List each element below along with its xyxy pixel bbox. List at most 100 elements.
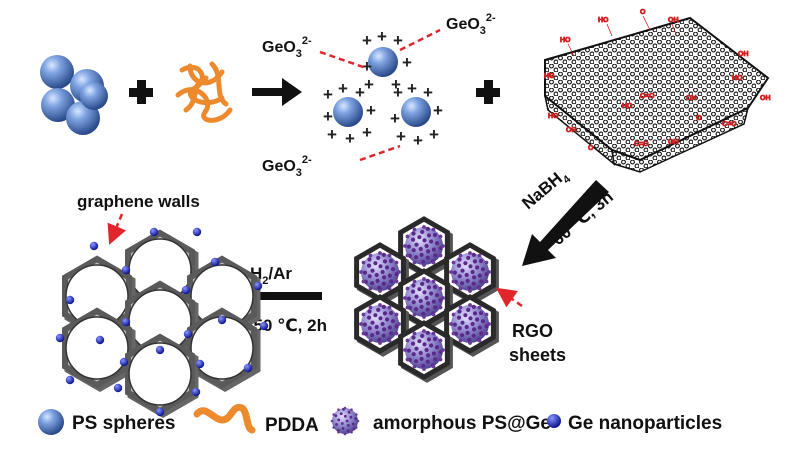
svg-text:+: + (323, 85, 333, 104)
nabh4-label: NaBH4 (518, 164, 574, 216)
arrow-diagonal (522, 180, 609, 266)
geo3-label-top-left: GeO32- (262, 35, 312, 60)
ge-nanoparticle-dot (210, 257, 220, 267)
svg-text:OH: OH (686, 95, 697, 102)
svg-text:C=O: C=O (640, 93, 655, 100)
graphene-walls-pointer (107, 213, 127, 245)
geo3-label-top-right: GeO32- (446, 12, 496, 37)
ge-nanoparticle-dot (192, 227, 202, 237)
ge-nanoparticle-dot (65, 375, 75, 385)
graphene-wall-network (55, 227, 269, 419)
svg-text:+: + (407, 79, 417, 98)
rgo-hex-cell (398, 216, 453, 279)
geo3-label-bottom: GeO32- (262, 154, 312, 179)
graphene-hex-cell (125, 333, 199, 419)
arrow-right-1 (252, 78, 302, 106)
svg-text:+: + (362, 57, 372, 76)
svg-text:OH: OH (738, 51, 749, 58)
condition-650c-label: 650 ℃, 2h (244, 316, 327, 335)
svg-text:+: + (391, 75, 401, 94)
charged-spheres-group (333, 47, 431, 127)
ge-nanoparticle-dot (217, 315, 227, 325)
rgo-hex-cell (354, 242, 409, 305)
legend-pdda-label: PDDA (265, 415, 319, 436)
svg-text:HO: HO (622, 103, 633, 110)
svg-text:C=O: C=O (634, 141, 649, 148)
legend-psge-ball (330, 406, 360, 436)
ge-nanoparticle-dot (121, 317, 131, 327)
ge-nanoparticle-dot (243, 363, 253, 373)
ge-nanoparticle-dot (149, 227, 159, 237)
ge-nanoparticle-dot (259, 321, 269, 331)
ps-spheres-cluster (40, 55, 108, 135)
svg-text:+: + (338, 79, 348, 98)
svg-text:OH: OH (760, 95, 771, 102)
svg-text:+: + (323, 107, 333, 126)
svg-text:O: O (640, 9, 646, 16)
ge-nanoparticle-dot (183, 329, 193, 339)
ge-nanoparticle-dot (195, 359, 205, 369)
psge-particle (449, 251, 491, 293)
graphene-hex-cell (187, 255, 261, 341)
oxygen-groups: HO O OH HO OH OH HO HO OH HOC=O OHO C=O … (544, 9, 771, 153)
psge-hex-array (354, 216, 499, 383)
rgo-hex-cell (444, 242, 499, 305)
psge-particle (359, 251, 401, 293)
ge-nanoparticle-dot (65, 295, 75, 305)
svg-text:O: O (588, 145, 594, 152)
svg-text:HO: HO (548, 113, 559, 120)
pdda-tangle-icon (175, 61, 233, 123)
psge-particle (449, 303, 491, 345)
svg-text:+: + (327, 125, 337, 144)
svg-text:OH: OH (566, 127, 577, 134)
plus-sign-1 (129, 80, 153, 104)
legend-ps-spheres-label: PS spheres (72, 413, 176, 434)
svg-text:+: + (429, 125, 439, 144)
legend-psge-icon (330, 406, 360, 436)
psge-particle (403, 277, 445, 319)
svg-text:+: + (362, 123, 372, 142)
geo3-pointers (319, 28, 441, 162)
rgo-label-line2: sheets (509, 345, 566, 365)
legend-ps-sphere-icon (38, 409, 64, 435)
svg-text:+: + (355, 83, 365, 102)
ge-nanoparticle-dot (155, 345, 165, 355)
svg-text:HO: HO (598, 17, 609, 24)
psge-particle (403, 329, 445, 371)
ge-nanoparticle-dot (253, 281, 263, 291)
psge-particle (403, 225, 445, 267)
svg-text:+: + (366, 101, 376, 120)
ge-nanoparticle-dot (181, 285, 191, 295)
rgo-pointer (495, 287, 523, 308)
rgo-hex-cell (354, 294, 409, 357)
svg-text:+: + (433, 101, 443, 120)
legend-ge-dot-icon (547, 414, 561, 428)
rgo-hex-cell (398, 320, 453, 383)
svg-text:+: + (364, 75, 374, 94)
ge-nanoparticle-dot (89, 241, 99, 251)
ge-nanoparticle-dot (121, 265, 131, 275)
svg-text:HO: HO (732, 75, 743, 82)
svg-text:OH: OH (668, 17, 679, 24)
graphene-oxide-sheet (543, 16, 770, 173)
graphene-hex-cell (62, 307, 136, 393)
svg-text:+: + (345, 129, 355, 148)
ge-nanoparticle-dot (55, 333, 65, 343)
legend: PS spheres PDDA amorphous PS@Ge Ge nanop… (38, 403, 722, 436)
plus-sign-2 (476, 80, 500, 104)
ge-nanoparticle-dot (155, 407, 165, 417)
svg-text:HO: HO (560, 37, 571, 44)
svg-text:HO: HO (544, 73, 555, 80)
legend-pdda-icon (193, 403, 256, 434)
svg-text:+: + (393, 31, 403, 50)
psge-particle (359, 303, 401, 345)
legend-amorphous-label: amorphous PS@Ge (373, 413, 551, 434)
ge-nanoparticle-dot (191, 387, 201, 397)
ge-nanoparticle-dot (113, 383, 123, 393)
svg-text:OH: OH (668, 139, 679, 146)
svg-text:+: + (362, 31, 372, 50)
svg-text:C=O: C=O (722, 121, 737, 128)
svg-text:+: + (390, 109, 400, 128)
